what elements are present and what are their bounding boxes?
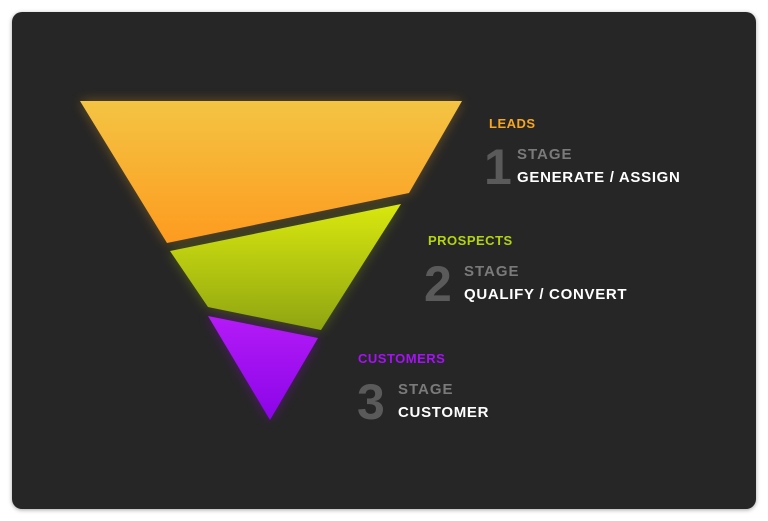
stage-2-description: QUALIFY / CONVERT — [464, 286, 628, 303]
stage-3-stage-label: STAGE — [398, 381, 454, 398]
stage-2-category: PROSPECTS — [428, 233, 513, 248]
funnel-stage-prospects — [170, 204, 401, 330]
stage-1-description: GENERATE / ASSIGN — [517, 169, 681, 186]
stage-3-description: CUSTOMER — [398, 404, 490, 421]
stage-2-number: 2 — [424, 256, 452, 312]
stage-1-number: 1 — [484, 139, 512, 195]
stage-2-stage-label: STAGE — [464, 263, 520, 280]
funnel-stage-leads — [80, 101, 462, 243]
funnel-diagram — [80, 101, 462, 420]
stage-3-number: 3 — [357, 374, 385, 430]
funnel-stage-customers — [208, 316, 318, 420]
funnel-card: LEADS 1 STAGE GENERATE / ASSIGN PROSPECT… — [12, 12, 756, 509]
stage-3-category: CUSTOMERS — [358, 351, 446, 366]
stage-1-category: LEADS — [489, 116, 536, 131]
stage-1-stage-label: STAGE — [517, 146, 573, 163]
